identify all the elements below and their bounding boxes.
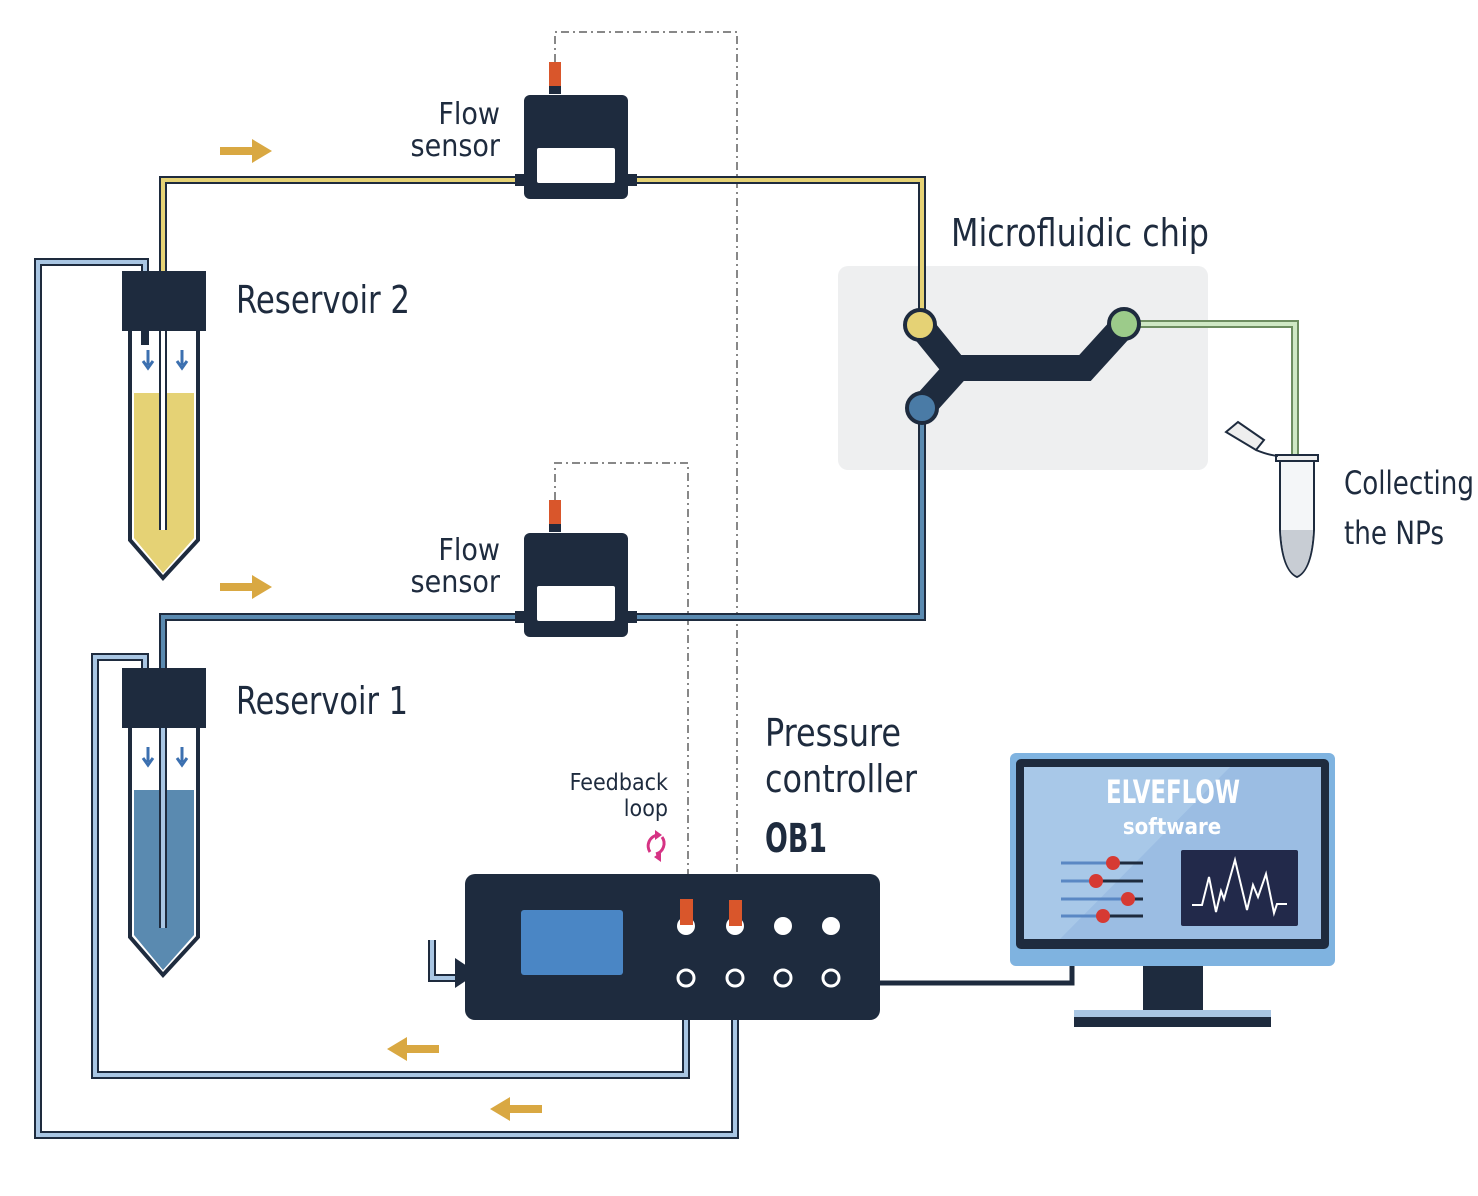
- computer-monitor: [1010, 753, 1335, 1027]
- reservoir-1: [122, 668, 206, 978]
- signal-line-top-sensor: [554, 31, 738, 905]
- collection-tube: [1224, 420, 1319, 579]
- flow-sensor-top-label: sensor: [411, 129, 501, 164]
- flow-sensor-bottom-label: sensor: [411, 565, 501, 600]
- reservoir-2: [122, 271, 206, 581]
- flow-sensor-top-label: Flow: [438, 97, 500, 132]
- slider-controls: [1061, 856, 1143, 923]
- software-sub: software: [1123, 815, 1221, 840]
- pressure-controller-label: controller: [765, 757, 918, 801]
- flow-sensor-bottom-label: Flow: [438, 533, 500, 568]
- green-outlet-line: [1125, 320, 1299, 458]
- model-label: OB1: [765, 816, 827, 862]
- software-brand: ELVEFLOW: [1106, 773, 1240, 811]
- arrow-left-icon: [490, 1097, 542, 1121]
- signal-line-bottom-sensor: [554, 462, 689, 905]
- ob1-pressure-controller: [428, 874, 880, 1020]
- pressure-controller-label: Pressure: [765, 711, 901, 755]
- arrow-right-icon: [220, 139, 272, 163]
- refresh-icon: [646, 830, 666, 862]
- flow-sensor-top: [515, 62, 637, 199]
- controller-screen: [521, 910, 623, 975]
- feedback-loop-label: Feedback: [570, 770, 668, 796]
- signal-graph: [1181, 850, 1298, 926]
- arrow-right-icon: [220, 575, 272, 599]
- reservoir-1-label: Reservoir 1: [236, 679, 408, 723]
- chip-channels: [903, 307, 1141, 425]
- collecting-label: Collecting: [1344, 464, 1474, 502]
- flow-arrows: [220, 139, 542, 1121]
- arrow-down-icon: [141, 350, 189, 371]
- arrow-down-icon: [141, 747, 189, 768]
- arrow-left-icon: [387, 1037, 439, 1061]
- feedback-loop-label: loop: [624, 796, 668, 822]
- flow-sensor-bottom: [515, 500, 637, 637]
- microfluidic-chip-label: Microfluidic chip: [951, 211, 1209, 255]
- usb-cable: [880, 966, 1075, 986]
- yellow-liquid-line: [159, 176, 926, 530]
- collecting-label: the NPs: [1344, 514, 1444, 552]
- reservoir-2-label: Reservoir 2: [236, 278, 410, 322]
